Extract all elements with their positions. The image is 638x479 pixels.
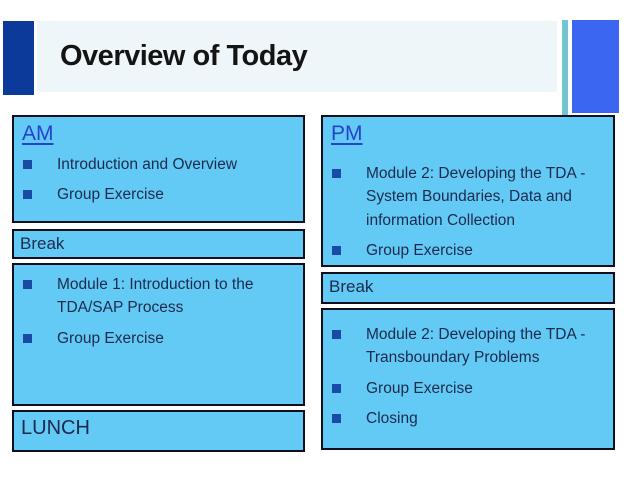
am-bullet-list: Introduction and Overview Group Exercise [14,153,303,207]
bullet-label: Group Exercise [57,329,164,347]
pm-schedule-box: PM Module 2: Developing the TDA - System… [321,115,615,267]
break-label: Break [20,234,65,253]
header-navy-accent-bar [3,21,34,95]
bullet-square-icon [23,160,32,169]
bullet-label: Module 2: Developing the TDA - Transboun… [366,326,586,367]
list-item: Group Exercise [323,239,613,262]
bullet-square-icon [23,280,32,289]
page-title: Overview of Today [60,40,308,72]
list-item: Closing [323,407,613,430]
list-item: Module 2: Developing the TDA - System Bo… [323,162,613,232]
lunch-box: LUNCH [12,410,305,452]
bullet-label: Closing [366,409,418,427]
pm-heading: PM [331,122,363,145]
am-schedule-box: AM Introduction and Overview Group Exerc… [12,115,305,223]
header-teal-accent-bar [562,20,568,115]
bullet-square-icon [332,245,341,255]
list-item: Group Exercise [323,377,613,400]
am-break-box: Break [12,229,305,259]
bullet-square-icon [332,169,341,178]
break-label: Break [329,277,374,296]
pm-break-box: Break [321,272,615,304]
am-heading: AM [22,122,54,145]
list-item: Module 1: Introduction to the TDA/SAP Pr… [14,273,303,320]
bullet-square-icon [332,330,341,339]
bullet-square-icon [332,413,341,423]
bullet-label: Module 2: Developing the TDA - System Bo… [366,165,586,229]
bullet-label: Introduction and Overview [57,156,238,173]
bullet-square-icon [23,190,32,200]
module1-schedule-box: Module 1: Introduction to the TDA/SAP Pr… [12,263,305,406]
module1-bullet-list: Module 1: Introduction to the TDA/SAP Pr… [14,273,303,350]
pm-bullet-list: Module 2: Developing the TDA - System Bo… [323,162,613,262]
bullet-label: Group Exercise [366,379,473,397]
list-item: Module 2: Developing the TDA - Transboun… [323,323,613,370]
module2-bullet-list: Module 2: Developing the TDA - Transboun… [323,323,613,430]
list-item: Group Exercise [14,183,303,206]
bullet-label: Module 1: Introduction to the TDA/SAP Pr… [57,276,254,317]
bullet-label: Group Exercise [57,186,164,204]
list-item: Group Exercise [14,327,303,350]
header-blue-accent-bar [572,20,619,113]
list-item: Introduction and Overview [14,153,303,176]
lunch-label: LUNCH [21,417,90,439]
bullet-label: Group Exercise [366,241,473,259]
title-banner: Overview of Today [37,21,557,92]
bullet-square-icon [332,383,341,393]
bullet-square-icon [23,333,32,343]
module2-schedule-box: Module 2: Developing the TDA - Transboun… [321,308,615,450]
